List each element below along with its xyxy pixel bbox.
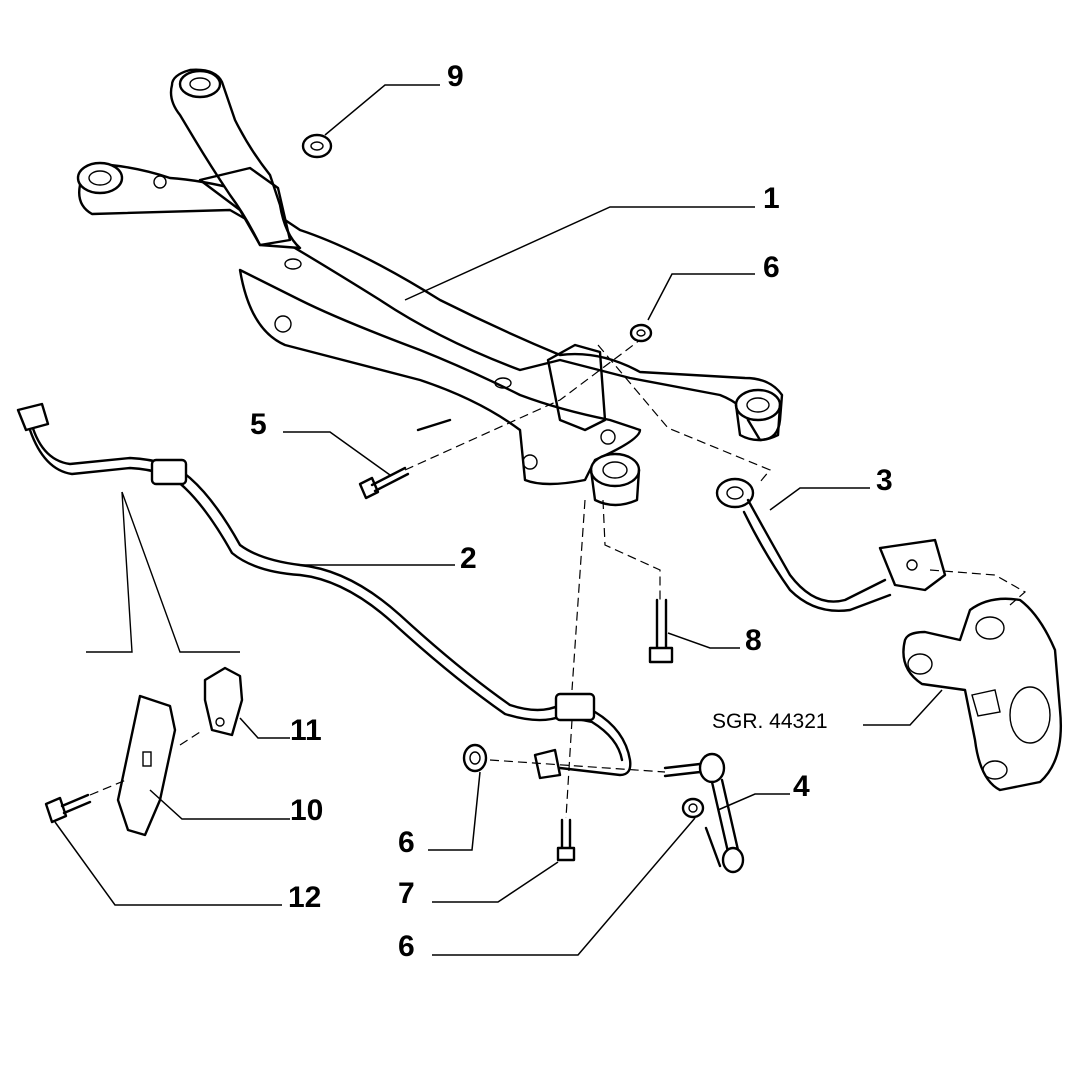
clamp-11-part[interactable]	[203, 666, 244, 737]
bushing-9-part[interactable]	[301, 133, 333, 159]
nut-6-upper-part[interactable]	[629, 323, 653, 343]
bolt-7-part[interactable]	[556, 818, 576, 862]
wheel-carrier-part[interactable]	[902, 597, 1062, 792]
stabilizer-bar-part[interactable]	[16, 402, 632, 780]
callout-3: 3	[876, 464, 893, 497]
screw-12-part[interactable]	[44, 793, 92, 824]
bolt-8-part[interactable]	[648, 598, 674, 664]
callout-7: 7	[398, 877, 415, 910]
reference-label: SGR. 44321	[712, 710, 828, 733]
callout-10: 10	[290, 794, 323, 827]
callout-9: 9	[447, 60, 464, 93]
assembly-lines	[89, 339, 1027, 819]
callout-6-lower: 6	[398, 930, 415, 963]
nut-6-middle-part[interactable]	[462, 743, 488, 773]
callout-6-middle: 6	[398, 826, 415, 859]
callout-2: 2	[460, 542, 477, 575]
callout-4: 4	[793, 770, 810, 803]
callout-6-upper: 6	[763, 251, 780, 284]
leader-lines	[54, 84, 943, 956]
detail-view	[86, 491, 240, 653]
nut-6-lower-part[interactable]	[681, 797, 705, 819]
callout-5: 5	[250, 408, 267, 441]
callout-8: 8	[745, 624, 762, 657]
callout-11: 11	[290, 714, 322, 747]
callout-12: 12	[288, 881, 321, 914]
bolt-5-part[interactable]	[358, 466, 410, 500]
crossmember-part[interactable]	[76, 68, 784, 507]
link-4-part[interactable]	[663, 752, 745, 874]
arm-3-part[interactable]	[715, 477, 947, 612]
callout-1: 1	[763, 182, 780, 215]
bracket-10-part[interactable]	[116, 694, 177, 837]
callouts: 9 1 6 5 3 2 8 11 4 10 6 12 7 6 SGR. 4432…	[250, 60, 893, 963]
